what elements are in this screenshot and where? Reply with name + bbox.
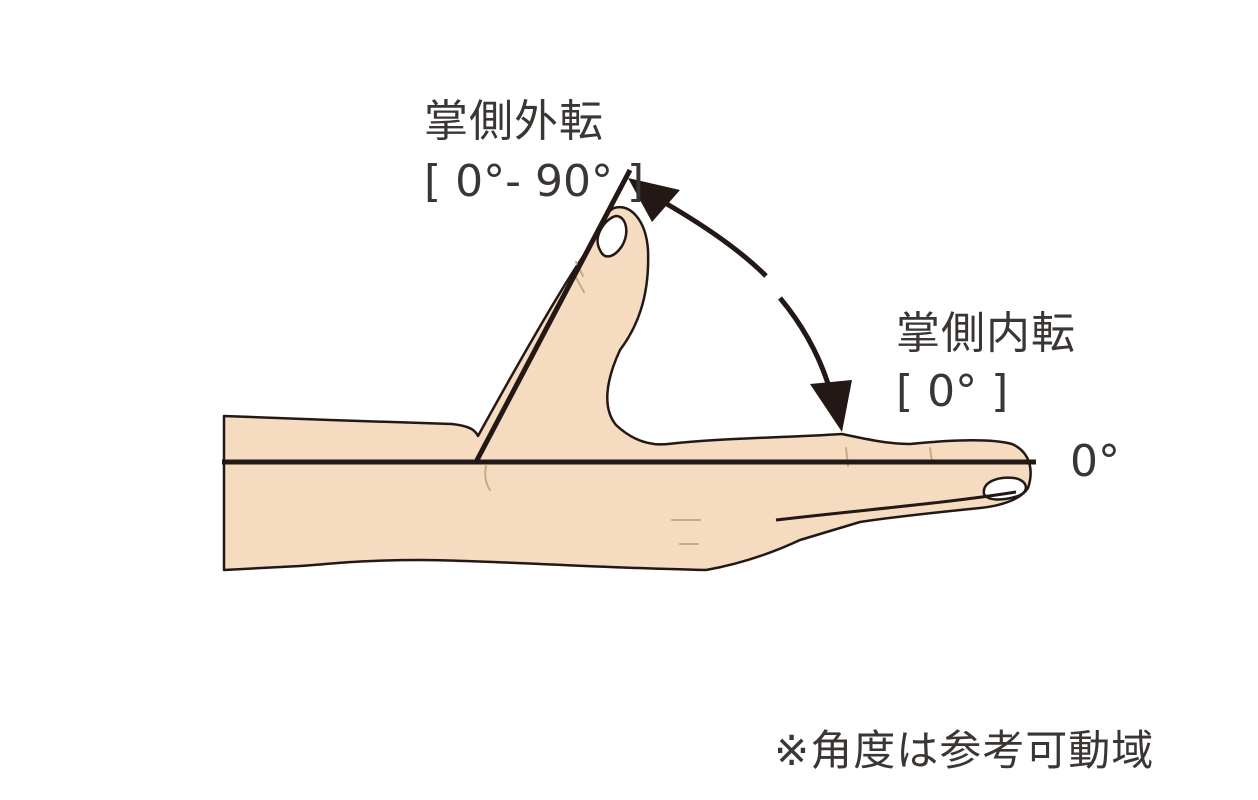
baseline-zero-label: 0° — [1070, 436, 1120, 487]
finger-separation — [775, 490, 1017, 522]
abduction-axis-line — [473, 168, 633, 464]
palmar-adduction-range: [ 0° ] — [896, 366, 1009, 417]
motion-arrow — [628, 178, 852, 432]
arrow-head-down — [810, 380, 852, 432]
arrow-arc-lower — [778, 296, 833, 391]
palmar-abduction-label: 掌側外転 — [424, 96, 604, 147]
reference-range-note: ※角度は参考可動域 — [774, 726, 1155, 775]
palmar-adduction-label: 掌側内転 — [896, 308, 1076, 359]
arrow-head-up — [628, 178, 680, 222]
arrow-arc-upper — [658, 197, 768, 278]
palmar-abduction-range: [ 0°- 90° ] — [424, 156, 645, 207]
